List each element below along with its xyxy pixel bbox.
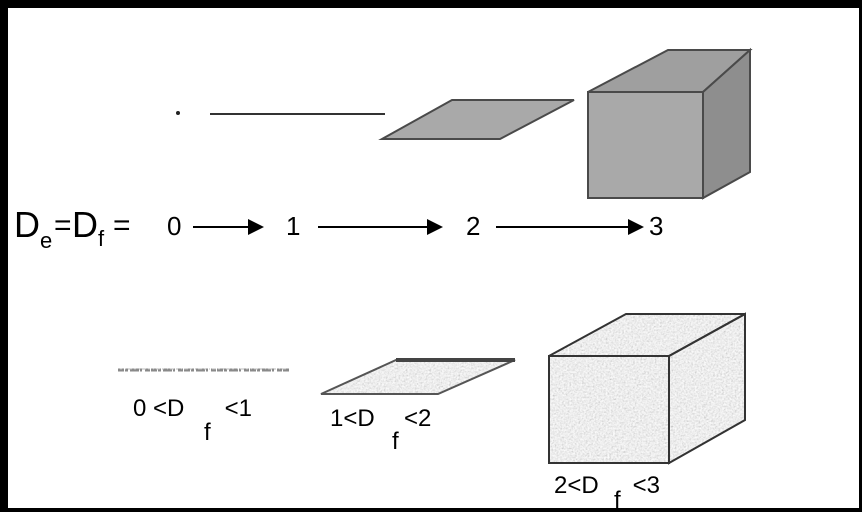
point-object: [176, 111, 180, 115]
arrow-head-2-icon: [427, 219, 443, 235]
fractal-label-3-sub: f: [614, 487, 621, 508]
fractal-label-3-right: <3: [626, 472, 660, 499]
square-object: [378, 99, 575, 140]
equals-sign-1: =: [54, 209, 72, 242]
df-subscript: f: [98, 226, 105, 251]
de-subscript: e: [40, 228, 52, 253]
fractal-label-1: 0 <D f <1: [133, 395, 252, 446]
dimension-value-1: 1: [286, 211, 300, 241]
fractal-dust-line: [118, 368, 290, 372]
dimension-value-3: 3: [649, 211, 663, 241]
dimension-value-0: 0: [167, 211, 181, 241]
fractal-label-1-left: 0 <D: [133, 395, 184, 422]
dimension-equation: D e = D f =: [14, 204, 131, 253]
de-symbol: D: [14, 204, 40, 245]
fractal-label-2: 1<D f <2: [330, 405, 431, 455]
cube-front-face: [587, 91, 704, 199]
fractal-label-3: 2<D f <3: [554, 472, 660, 508]
df-symbol: D: [72, 204, 98, 245]
dimension-diagram: D e = D f = 0 1 2 3: [14, 47, 753, 508]
fractal-cube: [548, 312, 746, 465]
equals-sign-2: =: [113, 209, 131, 242]
fractal-label-2-left: 1<D: [330, 405, 375, 432]
fractal-label-3-left: 2<D: [554, 472, 599, 499]
arrow-head-3-icon: [628, 219, 644, 235]
cube-object: [587, 47, 753, 200]
fractal-label-2-sub: f: [392, 428, 399, 455]
dimension-value-2: 2: [466, 211, 480, 241]
arrow-head-1-icon: [248, 219, 264, 235]
fractal-label-1-sub: f: [204, 419, 211, 446]
fractal-square: [320, 358, 516, 395]
fractal-label-2-right: <2: [404, 405, 431, 432]
fractal-label-1-right: <1: [218, 395, 252, 422]
